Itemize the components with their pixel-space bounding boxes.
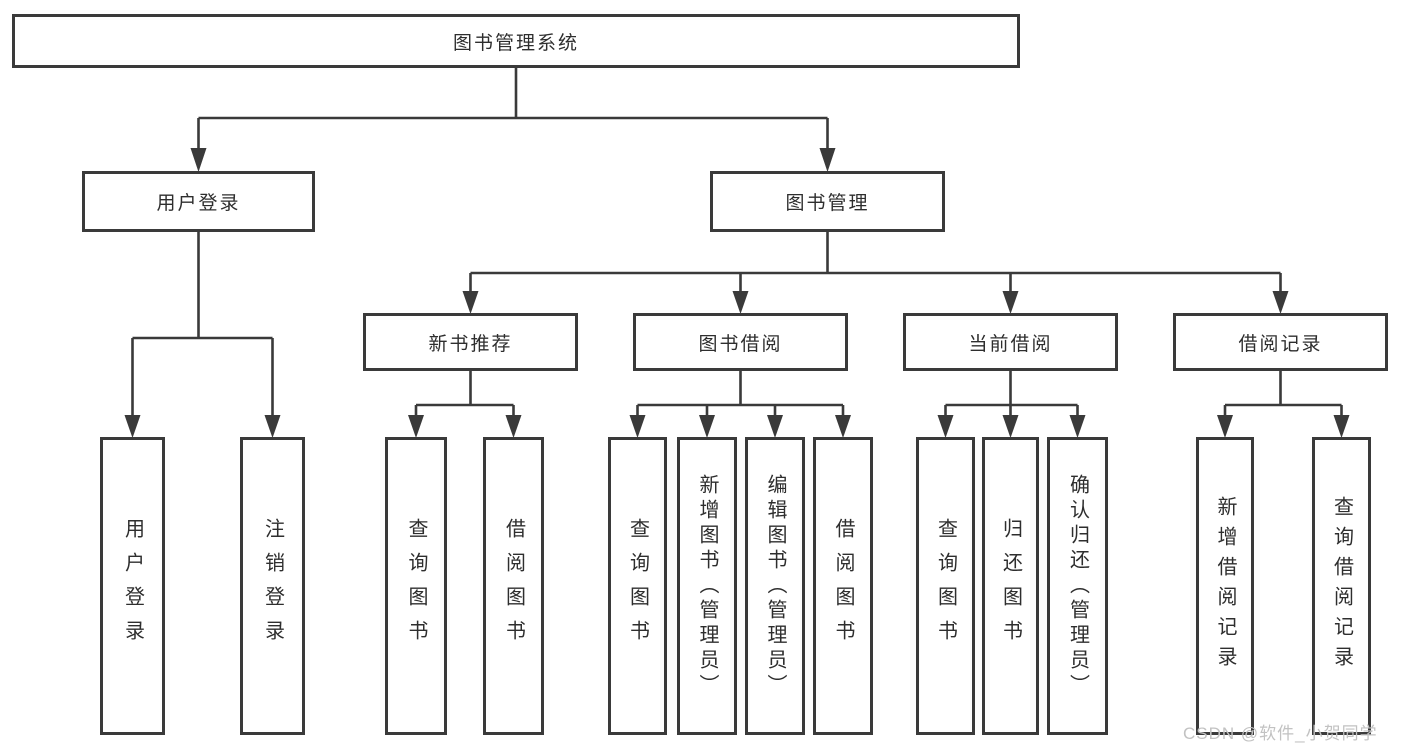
node-user-login: 用户登录 bbox=[82, 171, 315, 232]
node-book-borrow: 图书借阅 bbox=[633, 313, 848, 371]
node-label: 图书管理系统 bbox=[452, 32, 579, 54]
node-label: 借阅记录 bbox=[1238, 333, 1323, 355]
node-label: 当前借阅 bbox=[968, 333, 1053, 355]
leaf-edit-books-admin: 编辑图书（管理员） bbox=[745, 437, 805, 735]
node-label: 图书借阅 bbox=[698, 333, 783, 355]
leaf-confirm-return-admin: 确认归还（管理员） bbox=[1047, 437, 1108, 735]
leaf-add-books-admin: 新增图书（管理员） bbox=[677, 437, 737, 735]
leaf-add-borrow-record: 新增借阅记录 bbox=[1196, 437, 1254, 735]
node-label: 用户登录 bbox=[156, 193, 241, 214]
node-library-management-system: 图书管理系统 bbox=[12, 14, 1020, 68]
leaf-query-books-borrow: 查询图书 bbox=[608, 437, 667, 735]
node-current-borrow: 当前借阅 bbox=[903, 313, 1118, 371]
csdn-watermark: CSDN @软件_小贺同学 bbox=[1183, 724, 1378, 743]
node-book-management: 图书管理 bbox=[710, 171, 945, 232]
node-label: 图书管理 bbox=[785, 193, 870, 214]
leaf-query-books-recommend: 查询图书 bbox=[385, 437, 447, 735]
leaf-query-borrow-record: 查询借阅记录 bbox=[1312, 437, 1371, 735]
node-borrow-records: 借阅记录 bbox=[1173, 313, 1388, 371]
leaf-borrow-books-recommend: 借阅图书 bbox=[483, 437, 544, 735]
node-label: 新书推荐 bbox=[428, 333, 513, 355]
leaf-logout: 注销登录 bbox=[240, 437, 305, 735]
leaf-return-books: 归还图书 bbox=[982, 437, 1039, 735]
node-new-book-recommend: 新书推荐 bbox=[363, 313, 578, 371]
leaf-borrow-books: 借阅图书 bbox=[813, 437, 873, 735]
arrowheads bbox=[124, 148, 1350, 438]
leaf-query-books-current: 查询图书 bbox=[916, 437, 975, 735]
leaf-user-login: 用户登录 bbox=[100, 437, 165, 735]
